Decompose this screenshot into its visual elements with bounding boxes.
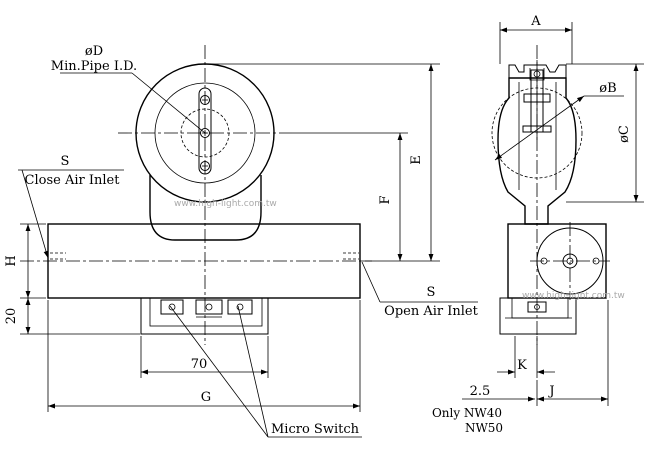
label-e: E	[409, 155, 424, 165]
label-micro-switch: Micro Switch	[271, 422, 360, 437]
label-k: K	[517, 358, 527, 373]
front-view	[20, 45, 372, 345]
label-g: G	[201, 390, 211, 405]
micro-switch-box	[140, 297, 269, 335]
label-close-air-inlet: Close Air Inlet	[25, 173, 121, 188]
label-min-pipe: Min.Pipe I.D.	[51, 59, 137, 74]
label-seventy: 70	[191, 357, 208, 372]
micro-switch-1	[160, 299, 184, 315]
micro-switch-2	[227, 299, 253, 315]
watermark-1: www.high-light.com.tw	[174, 199, 277, 209]
label-f: F	[378, 195, 393, 204]
label-j: J	[547, 384, 554, 399]
label-phi-b: øB	[599, 81, 616, 96]
side-view-dimensions: A øB øC K 2.5 J Only NW40 NW50	[432, 14, 644, 435]
label-s-left: S	[61, 154, 70, 169]
label-phi-c: øC	[617, 125, 632, 143]
side-switch-bracket	[499, 297, 577, 335]
label-nw50: NW50	[465, 421, 503, 435]
label-s-right: S	[427, 285, 436, 300]
micro-switch-cam	[195, 299, 223, 315]
label-h: H	[4, 255, 19, 266]
watermark-2: www.high-light.com.tw	[522, 291, 625, 301]
label-a: A	[530, 14, 541, 29]
label-only-nw40: Only NW40	[432, 406, 502, 420]
label-open-air-inlet: Open Air Inlet	[384, 304, 478, 319]
top-lug	[508, 64, 567, 78]
label-two-five: 2.5	[470, 384, 491, 399]
front-view-dimensions: øD Min.Pipe I.D. S Close Air Inlet H 20 …	[4, 44, 479, 438]
label-twenty: 20	[4, 308, 19, 325]
label-phi-d: øD	[85, 44, 103, 59]
